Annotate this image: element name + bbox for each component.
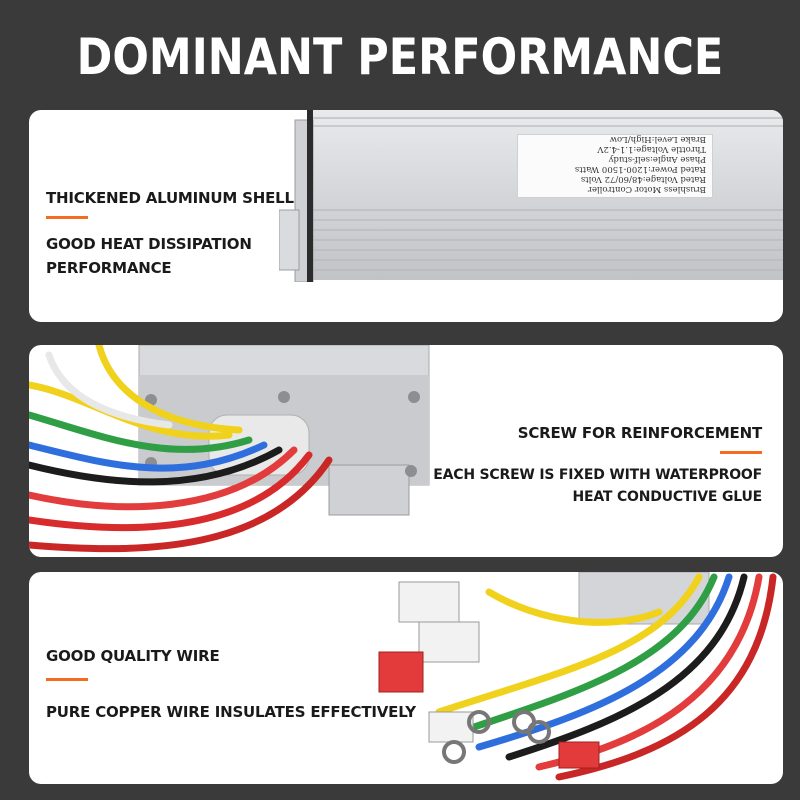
section-heading: GOOD QUALITY WIRE: [46, 647, 220, 665]
section-subtext: EACH SCREW IS FIXED WITH WATERPROOF: [433, 467, 762, 483]
section-subtext: PERFORMANCE: [46, 259, 172, 277]
page-title: DOMINANT PERFORMANCE: [76, 28, 724, 86]
section-heading: SCREW FOR REINFORCEMENT: [517, 424, 762, 442]
section-heading: THICKENED ALUMINUM SHELL: [46, 189, 294, 207]
panel-aluminum-shell: Brushless Motor Controller Rated Voltage…: [29, 110, 783, 322]
sticker-line: Throttle Voltage:1.1-4.2V: [597, 144, 706, 154]
controller-wires-image: [29, 345, 430, 553]
section-subtext: PURE COPPER WIRE INSULATES EFFECTIVELY: [46, 703, 416, 721]
panel-wire: GOOD QUALITY WIRE PURE COPPER WIRE INSUL…: [29, 572, 783, 784]
section-subtext: HEAT CONDUCTIVE GLUE: [572, 489, 763, 505]
accent-bar: [46, 678, 88, 681]
sticker-line: Phase Angle:self-study: [608, 154, 706, 164]
spec-sticker: Brushless Motor Controller Rated Voltage…: [517, 134, 713, 198]
accent-bar: [46, 216, 88, 219]
sticker-line: Rated Power:1200-1500 Watts: [574, 164, 706, 174]
sticker-line: Rated Voltage:48/60/72 Volts: [580, 174, 706, 184]
wire-connectors-image: [378, 572, 777, 781]
sticker-line: Brake Level:High/Low: [609, 134, 706, 144]
accent-bar: [720, 451, 762, 454]
panel-screws: SCREW FOR REINFORCEMENT EACH SCREW IS FI…: [29, 345, 783, 557]
section-subtext: GOOD HEAT DISSIPATION: [46, 235, 252, 253]
sticker-line: Brushless Motor Controller: [587, 184, 706, 194]
